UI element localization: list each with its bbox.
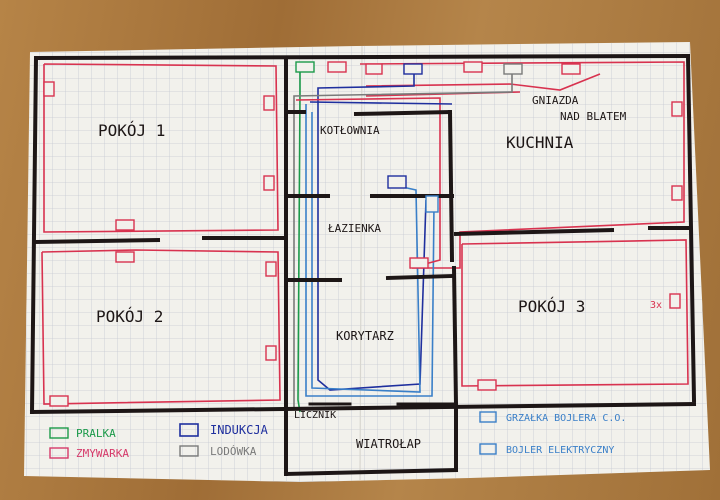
- label-lazienka: ŁAZIENKA: [327, 222, 381, 235]
- note-nad-blatem: NAD BLATEM: [560, 110, 627, 123]
- legend: PRALKA ZMYWARKA INDUKCJA LODÓWKA GRZAŁKA…: [49, 411, 626, 460]
- socket: [263, 175, 275, 191]
- legend-label-indukcja: INDUKCJA: [210, 423, 269, 437]
- legend-swatch-pralka: [49, 427, 69, 439]
- walls: [29, 53, 697, 477]
- socket: [671, 185, 683, 201]
- legend-label-grzalka: GRZAŁKA BOJLERA C.O.: [506, 413, 626, 424]
- socket: [43, 81, 55, 97]
- label-wiatrolap: WIATROŁAP: [356, 437, 421, 451]
- legend-swatch-bojler: [479, 443, 497, 455]
- legend-swatch-zmywarka: [49, 447, 69, 459]
- socket: [265, 261, 277, 277]
- legend-label-bojler: BOJLER ELEKTRYCZNY: [506, 445, 614, 456]
- socket: [409, 257, 429, 269]
- note-licznik: LICZNIK: [294, 410, 336, 421]
- socket: [561, 63, 581, 75]
- socket: [669, 293, 681, 309]
- label-pokoj-1: POKÓJ 1: [98, 121, 165, 140]
- socket: [115, 251, 135, 263]
- sockets: [43, 61, 683, 407]
- socket: [425, 195, 439, 213]
- appliance-circuits: [293, 70, 513, 413]
- socket: [365, 63, 383, 75]
- room-labels: POKÓJ 1 POKÓJ 2 POKÓJ 3 KOTŁOWNIA ŁAZIEN…: [96, 94, 662, 451]
- socket: [671, 101, 683, 117]
- socket: [503, 63, 523, 75]
- socket: [403, 63, 423, 75]
- label-korytarz: KORYTARZ: [336, 329, 394, 343]
- legend-swatch-lodowka: [179, 445, 199, 457]
- socket: [477, 379, 497, 391]
- legend-swatch-grzalka: [479, 411, 497, 423]
- label-kuchnia: KUCHNIA: [506, 133, 574, 152]
- legend-label-pralka: PRALKA: [76, 427, 116, 440]
- socket: [295, 61, 315, 73]
- paper-grid: [24, 42, 710, 482]
- label-pokoj-2: POKÓJ 2: [96, 307, 163, 326]
- label-kotlownia: KOTŁOWNIA: [320, 124, 380, 137]
- note-gniazda: GNIAZDA: [532, 94, 579, 107]
- socket: [265, 345, 277, 361]
- socket: [263, 95, 275, 111]
- socket: [463, 61, 483, 73]
- socket: [327, 61, 347, 73]
- legend-label-zmywarka: ZMYWARKA: [76, 447, 129, 460]
- socket: [115, 219, 135, 231]
- legend-label-lodowka: LODÓWKA: [210, 445, 257, 458]
- label-pokoj-3: POKÓJ 3: [518, 297, 585, 316]
- legend-swatch-indukcja: [179, 423, 199, 437]
- socket: [49, 395, 69, 407]
- note-multiplier: 3x: [650, 300, 662, 311]
- socket: [387, 175, 407, 189]
